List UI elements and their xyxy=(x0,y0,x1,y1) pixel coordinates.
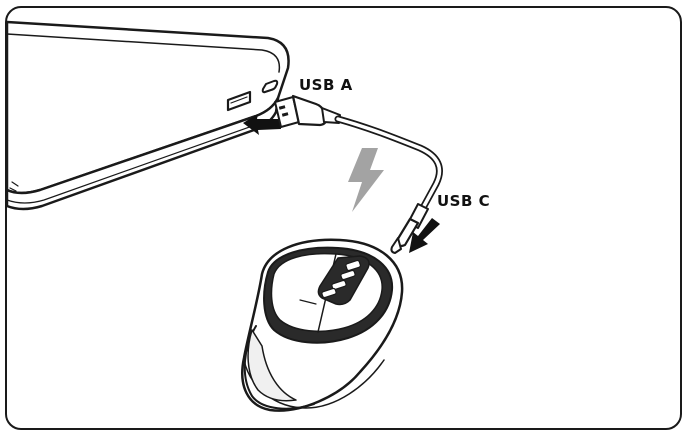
usb-c-label: USB C xyxy=(437,192,491,210)
usb-c-plug-icon xyxy=(390,203,429,254)
usb-a-label: USB A xyxy=(299,76,353,94)
laptop-icon xyxy=(5,20,290,211)
wireless-mouse-icon xyxy=(241,238,404,412)
cable xyxy=(334,115,443,210)
arrow-down-left-icon xyxy=(409,218,440,253)
arrow-left-icon xyxy=(243,114,281,135)
lightning-bolt-icon xyxy=(348,148,384,212)
usb-a-plug-icon xyxy=(274,94,341,128)
